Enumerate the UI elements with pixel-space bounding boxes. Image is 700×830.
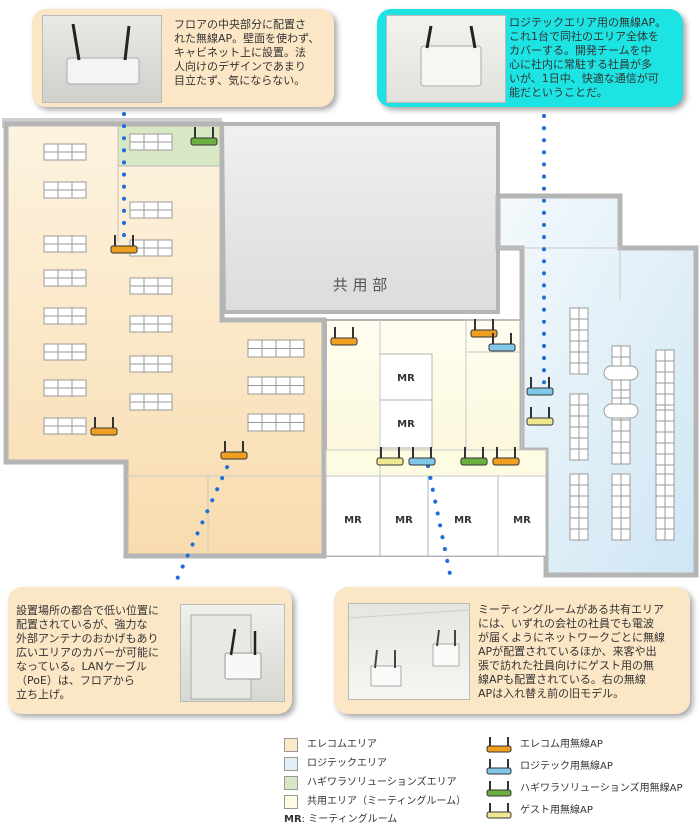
meeting-room: [379, 399, 433, 449]
legend-ap-item: エレコム用無線AP: [486, 737, 603, 753]
legend-area-item: ハギワラソリューションズエリア: [284, 776, 457, 790]
legend-label: ハギワラソリューションズエリア: [307, 777, 457, 788]
callout-top-left: フロアの中央部分に配置さ れた無線AP。壁面を使わず、 キャビネット上に設置。法…: [32, 9, 334, 107]
legend-area-item: ロジテックエリア: [284, 757, 387, 771]
wireless-ap-guest: [376, 447, 404, 466]
area-swatch: [284, 795, 298, 809]
wireless-ap-elecom: [220, 441, 248, 460]
connector-dots: [172, 454, 234, 588]
wireless-ap-elecom: [90, 417, 118, 436]
wireless-ap-guest: [526, 407, 554, 426]
connector-dots: [426, 464, 454, 586]
wireless-ap-icon: [486, 759, 512, 775]
area-swatch: [284, 738, 298, 752]
legend-label: エレコムエリア: [307, 739, 377, 750]
legend-area-item: 共用エリア（ミーティングルーム）: [284, 795, 466, 809]
area-swatch: [284, 757, 298, 771]
mr-label: MR: [395, 515, 413, 526]
callout-bottom-left: 設置場所の都合で低い位置に 配置されているが、強力な 外部アンテナのおかげもあり…: [8, 587, 292, 714]
legend-ap-item: ゲスト用無線AP: [486, 803, 593, 819]
callout-top-right: ロジテックエリア用の無線AP。 これ1台で同社のエリア全体を カバーする。開発チ…: [377, 9, 683, 107]
legend-label: ロジテックエリア: [307, 758, 387, 769]
wireless-ap-logitec: [526, 377, 554, 396]
wireless-ap-elecom: [492, 447, 520, 466]
ap-photo: [348, 603, 470, 700]
mr-label: MR: [513, 515, 531, 526]
mr-desc: : ミーティングルーム: [301, 814, 398, 825]
shared-area-label: 共 用 部: [333, 276, 388, 294]
wireless-ap-hagiwara: [460, 447, 488, 466]
desk-cluster-logitec: [569, 307, 675, 541]
legend-label: ロジテック用無線AP: [520, 761, 613, 772]
legend-label: エレコム用無線AP: [520, 739, 603, 750]
callout-top-right-text: ロジテックエリア用の無線AP。 これ1台で同社のエリア全体を カバーする。開発チ…: [509, 16, 667, 99]
desk-cluster-right: [247, 339, 305, 432]
meeting-room: [497, 475, 547, 557]
area-swatch: [284, 776, 298, 790]
legend-label: 共用エリア（ミーティングルーム）: [307, 796, 467, 807]
router-photo: [386, 15, 506, 103]
wireless-ap-logitec: [488, 333, 516, 352]
wireless-ap-elecom: [470, 319, 498, 338]
mr-key: MR: [284, 814, 302, 825]
wireless-ap-hagiwara: [190, 127, 218, 146]
wireless-ap-icon: [486, 737, 512, 753]
ap-photo: [180, 604, 285, 702]
callout-bottom-right: ミーティングルームがある共有エリア には、いずれの会社の社員でも電波 が届くよう…: [334, 587, 690, 714]
mr-label: MR: [454, 515, 472, 526]
legend-label: ハギワラソリューションズ用無線AP: [520, 783, 683, 794]
mr-label: MR: [397, 419, 415, 430]
mr-label: MR: [397, 373, 415, 384]
callout-top-left-text: フロアの中央部分に配置さ れた無線AP。壁面を使わず、 キャビネット上に設置。法…: [174, 18, 320, 87]
meeting-room: [379, 353, 433, 401]
legend-mr-key: MR : ミーティングルーム: [284, 814, 397, 826]
wireless-ap-icon: [486, 781, 512, 797]
legend-area-item: エレコムエリア: [284, 738, 377, 752]
legend-ap-item: ロジテック用無線AP: [486, 759, 613, 775]
router-photo: [42, 15, 162, 103]
shared-area: [219, 122, 500, 314]
wireless-ap-elecom: [110, 235, 138, 254]
wireless-ap-elecom: [330, 327, 358, 346]
legend-ap-item: ハギワラソリューションズ用無線AP: [486, 781, 682, 797]
callout-bottom-right-text: ミーティングルームがある共有エリア には、いずれの会社の社員でも電波 が届くよう…: [478, 603, 665, 700]
legend-label: ゲスト用無線AP: [520, 805, 593, 816]
mr-label: MR: [344, 515, 362, 526]
callout-bottom-left-text: 設置場所の都合で低い位置に 配置されているが、強力な 外部アンテナのおかげもあり…: [16, 604, 159, 701]
wireless-ap-logitec: [408, 447, 436, 466]
wireless-ap-icon: [486, 803, 512, 819]
